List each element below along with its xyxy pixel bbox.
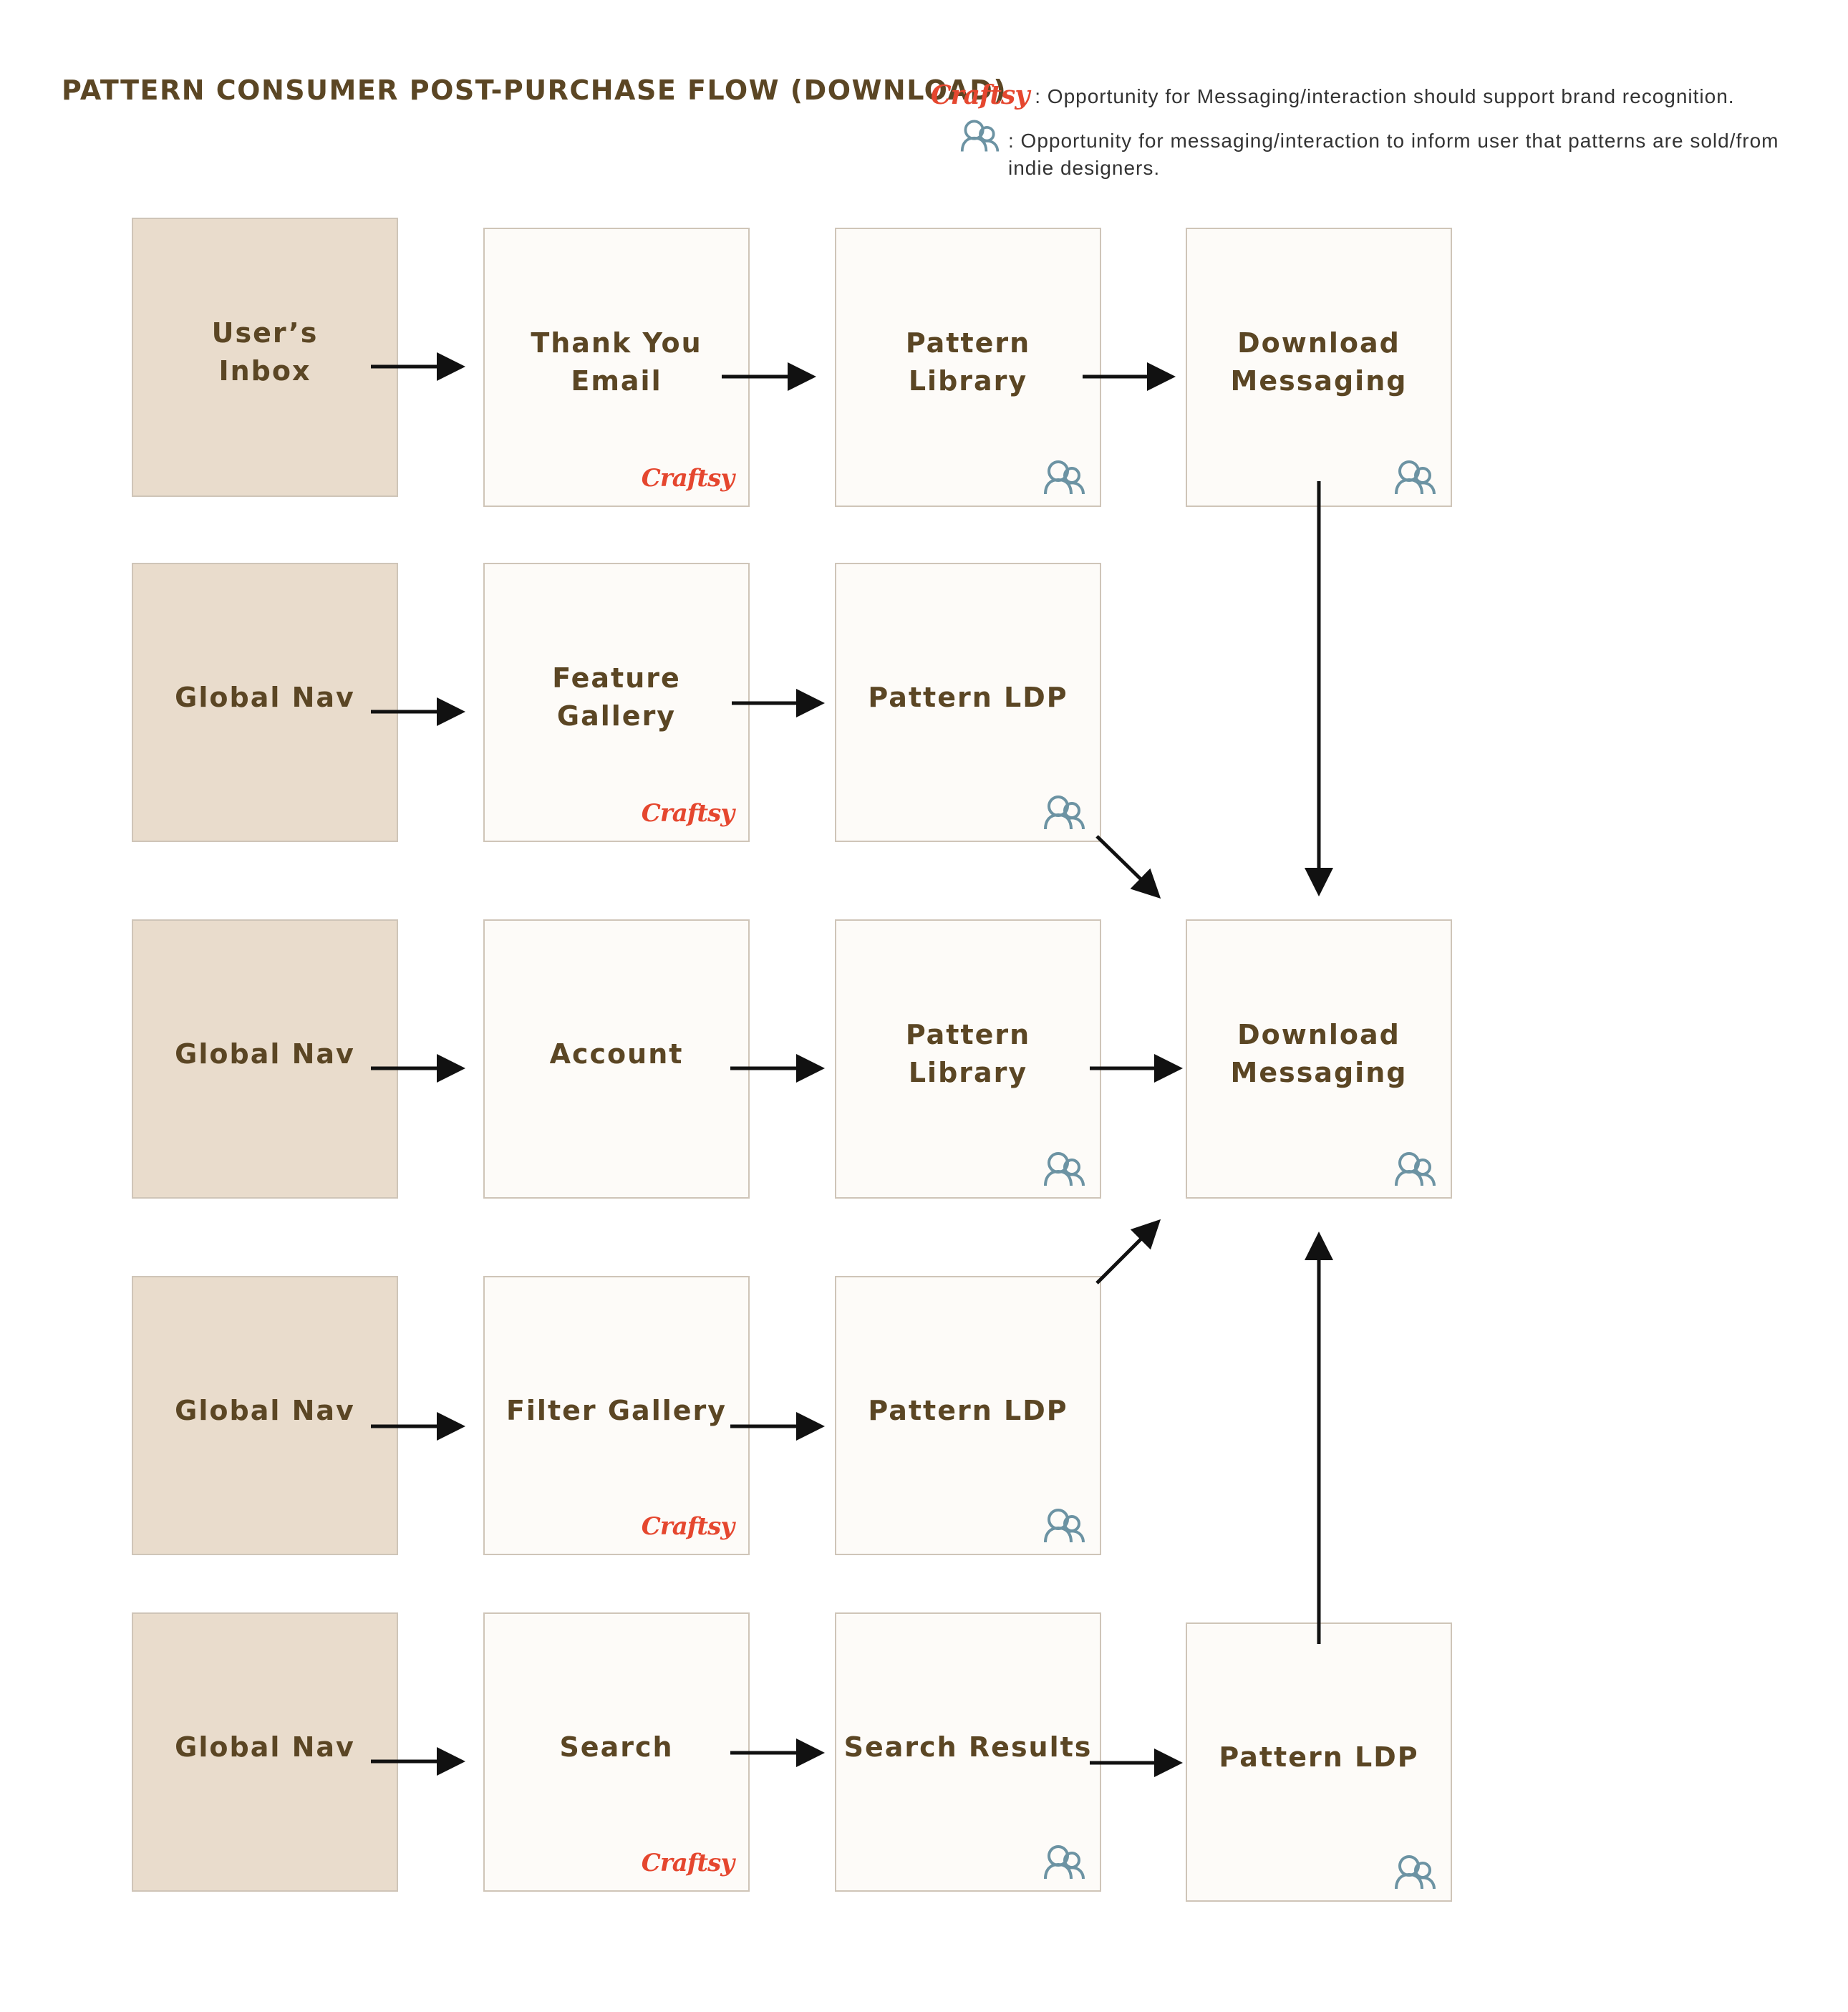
node-label: Global Nav	[175, 1394, 355, 1426]
node-label: Account	[549, 1038, 684, 1070]
node-download-messaging: Download Messaging	[1186, 228, 1452, 507]
craftsy-logo-icon: Craftsy	[641, 799, 735, 828]
legend-item-people: : Opportunity for messaging/interaction …	[959, 117, 1810, 182]
node-search: Search Craftsy	[483, 1612, 750, 1892]
node-label: Thank You Email	[531, 327, 702, 397]
people-icon	[1395, 1152, 1436, 1186]
people-icon	[960, 120, 1000, 152]
people-icon	[1044, 795, 1085, 830]
node-global-nav: Global Nav	[132, 919, 398, 1199]
legend-text-indie: : Opportunity for messaging/interaction …	[1008, 130, 1779, 179]
node-label: Filter Gallery	[505, 1394, 727, 1426]
people-icon	[1044, 1845, 1085, 1880]
node-filter-gallery: Filter Gallery Craftsy	[483, 1276, 750, 1555]
node-pattern-library: Pattern Library	[835, 228, 1101, 507]
node-label: Pattern LDP	[868, 1394, 1068, 1426]
node-label: Pattern LDP	[1219, 1741, 1419, 1773]
arrow-ldp-to-download	[1095, 835, 1161, 899]
node-label: Global Nav	[175, 1731, 355, 1763]
node-label: Search Results	[843, 1731, 1093, 1763]
node-global-nav: Global Nav	[132, 1276, 398, 1555]
node-label: Search	[559, 1731, 674, 1763]
craftsy-logo-icon: Craftsy	[641, 1512, 735, 1541]
node-pattern-library: Pattern Library	[835, 919, 1101, 1199]
node-pattern-ldp: Pattern LDP	[835, 563, 1101, 842]
node-thank-you-email: Thank You Email Craftsy	[483, 228, 750, 507]
craftsy-logo-icon: Craftsy	[641, 1849, 735, 1877]
node-label: Global Nav	[175, 681, 355, 713]
node-search-results: Search Results	[835, 1612, 1101, 1892]
people-icon	[1395, 1855, 1436, 1890]
node-download-messaging: Download Messaging	[1186, 919, 1452, 1199]
node-feature-gallery: Feature Gallery Craftsy	[483, 563, 750, 842]
craftsy-logo-icon: Craftsy	[641, 464, 735, 493]
people-icon	[1044, 460, 1085, 495]
craftsy-logo-icon: Craftsy	[931, 80, 1030, 110]
node-label: User’s Inbox	[211, 317, 319, 387]
legend-item-craftsy: Craftsy : Opportunity for Messaging/inte…	[931, 80, 1735, 110]
node-account: Account	[483, 919, 750, 1199]
legend-text-brand: : Opportunity for Messaging/interaction …	[1035, 85, 1735, 107]
node-global-nav: Global Nav	[132, 1612, 398, 1892]
node-label: Download Messaging	[1230, 327, 1408, 397]
people-icon	[1044, 1152, 1085, 1186]
node-label: Pattern Library	[905, 327, 1031, 397]
node-pattern-ldp: Pattern LDP	[835, 1276, 1101, 1555]
node-label: Global Nav	[175, 1038, 355, 1070]
people-icon	[1395, 460, 1436, 495]
people-icon	[1044, 1509, 1085, 1543]
diagram-title: PATTERN CONSUMER POST-PURCHASE FLOW (DOW…	[62, 74, 1007, 106]
node-label: Download Messaging	[1230, 1019, 1408, 1088]
node-pattern-ldp: Pattern LDP	[1186, 1622, 1452, 1902]
node-label: Feature Gallery	[552, 662, 681, 732]
node-users-inbox: User’s Inbox	[132, 218, 398, 497]
node-global-nav: Global Nav	[132, 563, 398, 842]
node-label: Pattern LDP	[868, 681, 1068, 713]
node-label: Pattern Library	[905, 1019, 1031, 1088]
arrow-ldp4-to-download	[1095, 1219, 1161, 1285]
